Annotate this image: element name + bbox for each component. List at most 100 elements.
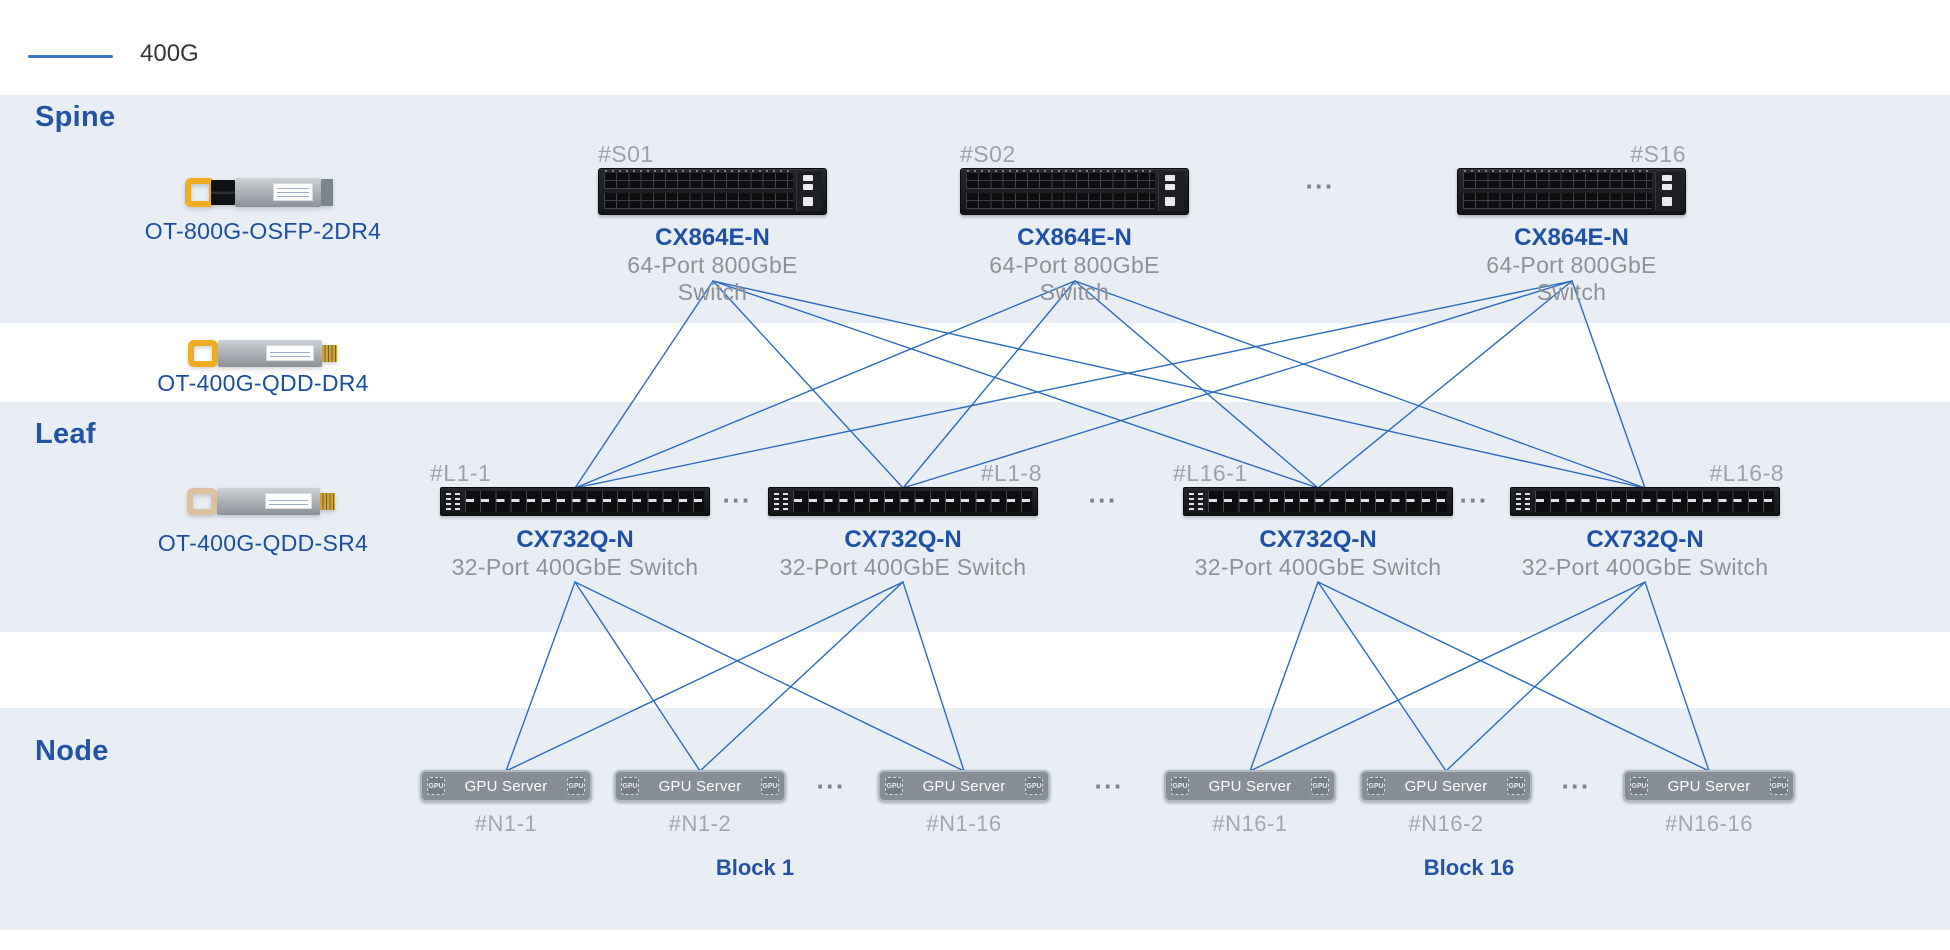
switch-model: CX864E-N	[1514, 224, 1629, 251]
switch-description: 32-Port 400GbE Switch	[1194, 554, 1442, 580]
lane-label-spine: Spine	[35, 101, 116, 133]
management-panel	[1187, 491, 1205, 512]
switch-id-label: #L1-1	[430, 460, 492, 486]
port-bank	[966, 193, 1155, 209]
gpu-chip-icon: GPU	[1506, 777, 1525, 795]
switch-model: CX732Q-N	[1586, 526, 1704, 553]
port-bank	[604, 193, 793, 209]
leaf-switch-l16-8: #L16-8 CX732Q-N 32-Port 400GbE Switch	[1510, 459, 1784, 581]
port-bank	[1463, 193, 1652, 209]
switch-description: 64-Port 800GbE Switch	[627, 252, 798, 305]
gpu-chip-icon: GPU	[1024, 777, 1043, 795]
gpu-server-n16-2: GPU GPU Server GPU #N16-2	[1360, 770, 1532, 837]
gpu-server-box: GPU GPU Server GPU	[1360, 770, 1532, 802]
switch-description: 64-Port 800GbE Switch	[1486, 252, 1657, 305]
switch-model: CX732Q-N	[844, 526, 962, 553]
node-id-label: #N16-1	[1212, 811, 1288, 836]
transceiver-qdd-sr4-image	[187, 488, 335, 515]
switch-description: 32-Port 400GbE Switch	[779, 554, 1027, 580]
gpu-server-label: GPU Server	[1404, 777, 1488, 795]
module-label-sticker	[264, 492, 312, 510]
switch-image	[1183, 487, 1453, 516]
module-end-cap	[321, 179, 333, 206]
switch-id-label: #S01	[598, 141, 654, 167]
switch-description: 64-Port 800GbE Switch	[989, 252, 1160, 305]
node-id-label: #N16-2	[1408, 811, 1484, 836]
switch-model: CX732Q-N	[1259, 526, 1377, 553]
node-ellipsis: ···	[1561, 771, 1591, 801]
spine-ellipsis: ···	[1305, 171, 1335, 201]
block-16-label: Block 16	[1423, 855, 1515, 880]
port-bank	[604, 173, 793, 189]
switch-model: CX864E-N	[655, 224, 770, 251]
switch-id-label: #S16	[1630, 141, 1686, 167]
lane-label-node: Node	[35, 735, 109, 767]
legend-line-swatch	[28, 54, 113, 58]
gpu-server-n1-16: GPU GPU Server GPU #N1-16	[878, 770, 1050, 837]
gpu-chip-icon: GPU	[1769, 777, 1788, 795]
switch-description: 32-Port 400GbE Switch	[1521, 554, 1769, 580]
port-bank	[1463, 173, 1652, 189]
gpu-chip-icon: GPU	[760, 777, 779, 795]
switch-id-label: #L16-8	[1709, 460, 1784, 486]
switch-image	[960, 168, 1189, 215]
port-bank	[1208, 491, 1447, 512]
gpu-server-box: GPU GPU Server GPU	[614, 770, 786, 802]
gpu-chip-icon: GPU	[566, 777, 585, 795]
leaf-ellipsis: ···	[1088, 485, 1118, 515]
switch-image	[598, 168, 827, 215]
gpu-server-n1-2: GPU GPU Server GPU #N1-2	[614, 770, 786, 837]
spine-switch-s01: #S01 CX864E-N 64-Port 800GbE Switch	[598, 140, 827, 306]
node-ellipsis: ···	[1094, 771, 1124, 801]
switch-image	[1457, 168, 1686, 215]
module-body	[217, 488, 320, 515]
gpu-server-label: GPU Server	[922, 777, 1006, 795]
transceiver-name: OT-400G-QDD-SR4	[157, 530, 369, 556]
gold-edge-connector	[320, 492, 335, 511]
transceiver-osfp-2dr4-image	[185, 178, 333, 207]
gpu-server-box: GPU GPU Server GPU	[1164, 770, 1336, 802]
module-body	[235, 178, 321, 207]
node-id-label: #N1-1	[474, 811, 538, 836]
gpu-chip-icon: GPU	[621, 777, 639, 795]
management-panel	[772, 491, 790, 512]
node-id-label: #N1-16	[926, 811, 1002, 836]
leaf-switch-l1-1: #L1-1 CX732Q-N 32-Port 400GbE Switch	[430, 459, 710, 581]
leaf-row-stripe	[0, 402, 1950, 632]
module-body	[218, 340, 322, 367]
fiber-connector	[211, 180, 235, 205]
management-panel	[1655, 172, 1681, 211]
gpu-chip-icon: GPU	[427, 777, 445, 795]
switch-description: 32-Port 400GbE Switch	[451, 554, 699, 580]
spine-switch-s02: #S02 CX864E-N 64-Port 800GbE Switch	[960, 140, 1189, 306]
switch-image	[1510, 487, 1780, 516]
management-panel	[1514, 491, 1532, 512]
gpu-server-n1-1: GPU GPU Server GPU #N1-1	[420, 770, 592, 837]
switch-model: CX864E-N	[1017, 224, 1132, 251]
transceiver-name: OT-800G-OSFP-2DR4	[144, 218, 382, 244]
management-panel	[1158, 172, 1184, 211]
spine-switch-s16: #S16 CX864E-N 64-Port 800GbE Switch	[1457, 140, 1686, 306]
gpu-server-label: GPU Server	[464, 777, 548, 795]
transceiver-name: OT-400G-QDD-DR4	[157, 370, 369, 396]
gpu-server-box: GPU GPU Server GPU	[420, 770, 592, 802]
gold-edge-connector	[322, 344, 337, 363]
gpu-chip-icon: GPU	[1630, 777, 1648, 795]
switch-id-label: #L16-1	[1173, 460, 1248, 486]
lane-label-leaf: Leaf	[35, 418, 96, 450]
node-ellipsis: ···	[816, 771, 846, 801]
transceiver-qdd-dr4-image	[188, 340, 337, 367]
gpu-server-label: GPU Server	[1208, 777, 1292, 795]
leaf-switch-l16-1: #L16-1 CX732Q-N 32-Port 400GbE Switch	[1173, 459, 1453, 581]
port-bank	[966, 173, 1155, 189]
node-id-label: #N1-2	[668, 811, 732, 836]
module-label-sticker	[266, 344, 314, 362]
switch-image	[440, 487, 710, 516]
port-bank	[465, 491, 704, 512]
gpu-server-label: GPU Server	[1667, 777, 1751, 795]
legend-label: 400G	[140, 40, 199, 67]
node-row-stripe	[0, 708, 1950, 930]
port-bank	[1535, 491, 1774, 512]
